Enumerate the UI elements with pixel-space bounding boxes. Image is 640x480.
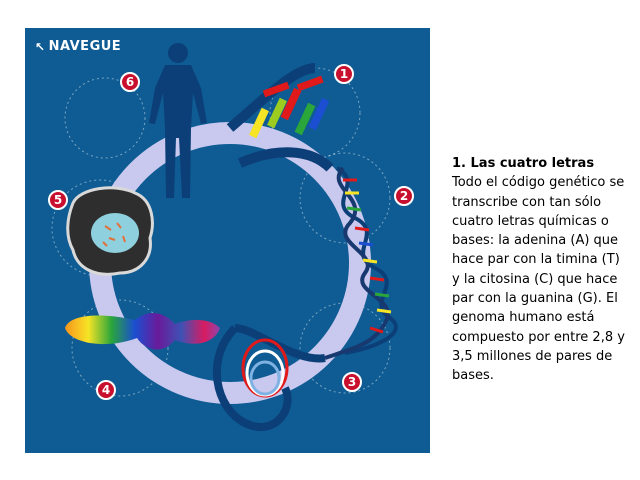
guide-circle <box>299 152 391 244</box>
genome-navigator-panel <box>25 28 430 453</box>
genome-illustration <box>51 43 398 432</box>
cell-nucleus-icon <box>66 186 154 276</box>
step-number: 4 <box>101 383 111 397</box>
guide-circle <box>64 77 146 159</box>
step-number: 2 <box>399 189 409 203</box>
guide-circle <box>71 299 169 397</box>
step-number: 1 <box>339 67 349 81</box>
step-number: 3 <box>347 375 357 389</box>
step-number: 5 <box>53 193 63 207</box>
step-3-button[interactable]: 3 <box>342 372 362 392</box>
step-description: 1. Las cuatro letras Todo el código gené… <box>452 154 628 386</box>
step-2-button[interactable]: 2 <box>394 186 414 206</box>
step-4-button[interactable]: 4 <box>96 380 116 400</box>
dna-double-helix-icon <box>324 166 398 360</box>
step-body: Todo el código genético se transcribe co… <box>452 175 625 384</box>
step-5-button[interactable]: 5 <box>48 190 68 210</box>
step-title: 1. Las cuatro letras <box>452 156 595 171</box>
chromatin-coil-icon <box>212 324 326 432</box>
chromosome-icon <box>65 313 220 350</box>
step-6-button[interactable]: 6 <box>120 72 140 92</box>
human-silhouette-icon <box>149 43 207 198</box>
arrow-cursor-icon: ↖ <box>35 39 46 54</box>
step-number: 6 <box>125 75 135 89</box>
dna-base-pairs-icon <box>226 63 334 172</box>
step-1-button[interactable]: 1 <box>334 64 354 84</box>
navegue-label: NAVEGUE <box>48 39 122 54</box>
navegue-button[interactable]: ↖ NAVEGUE <box>35 39 121 54</box>
